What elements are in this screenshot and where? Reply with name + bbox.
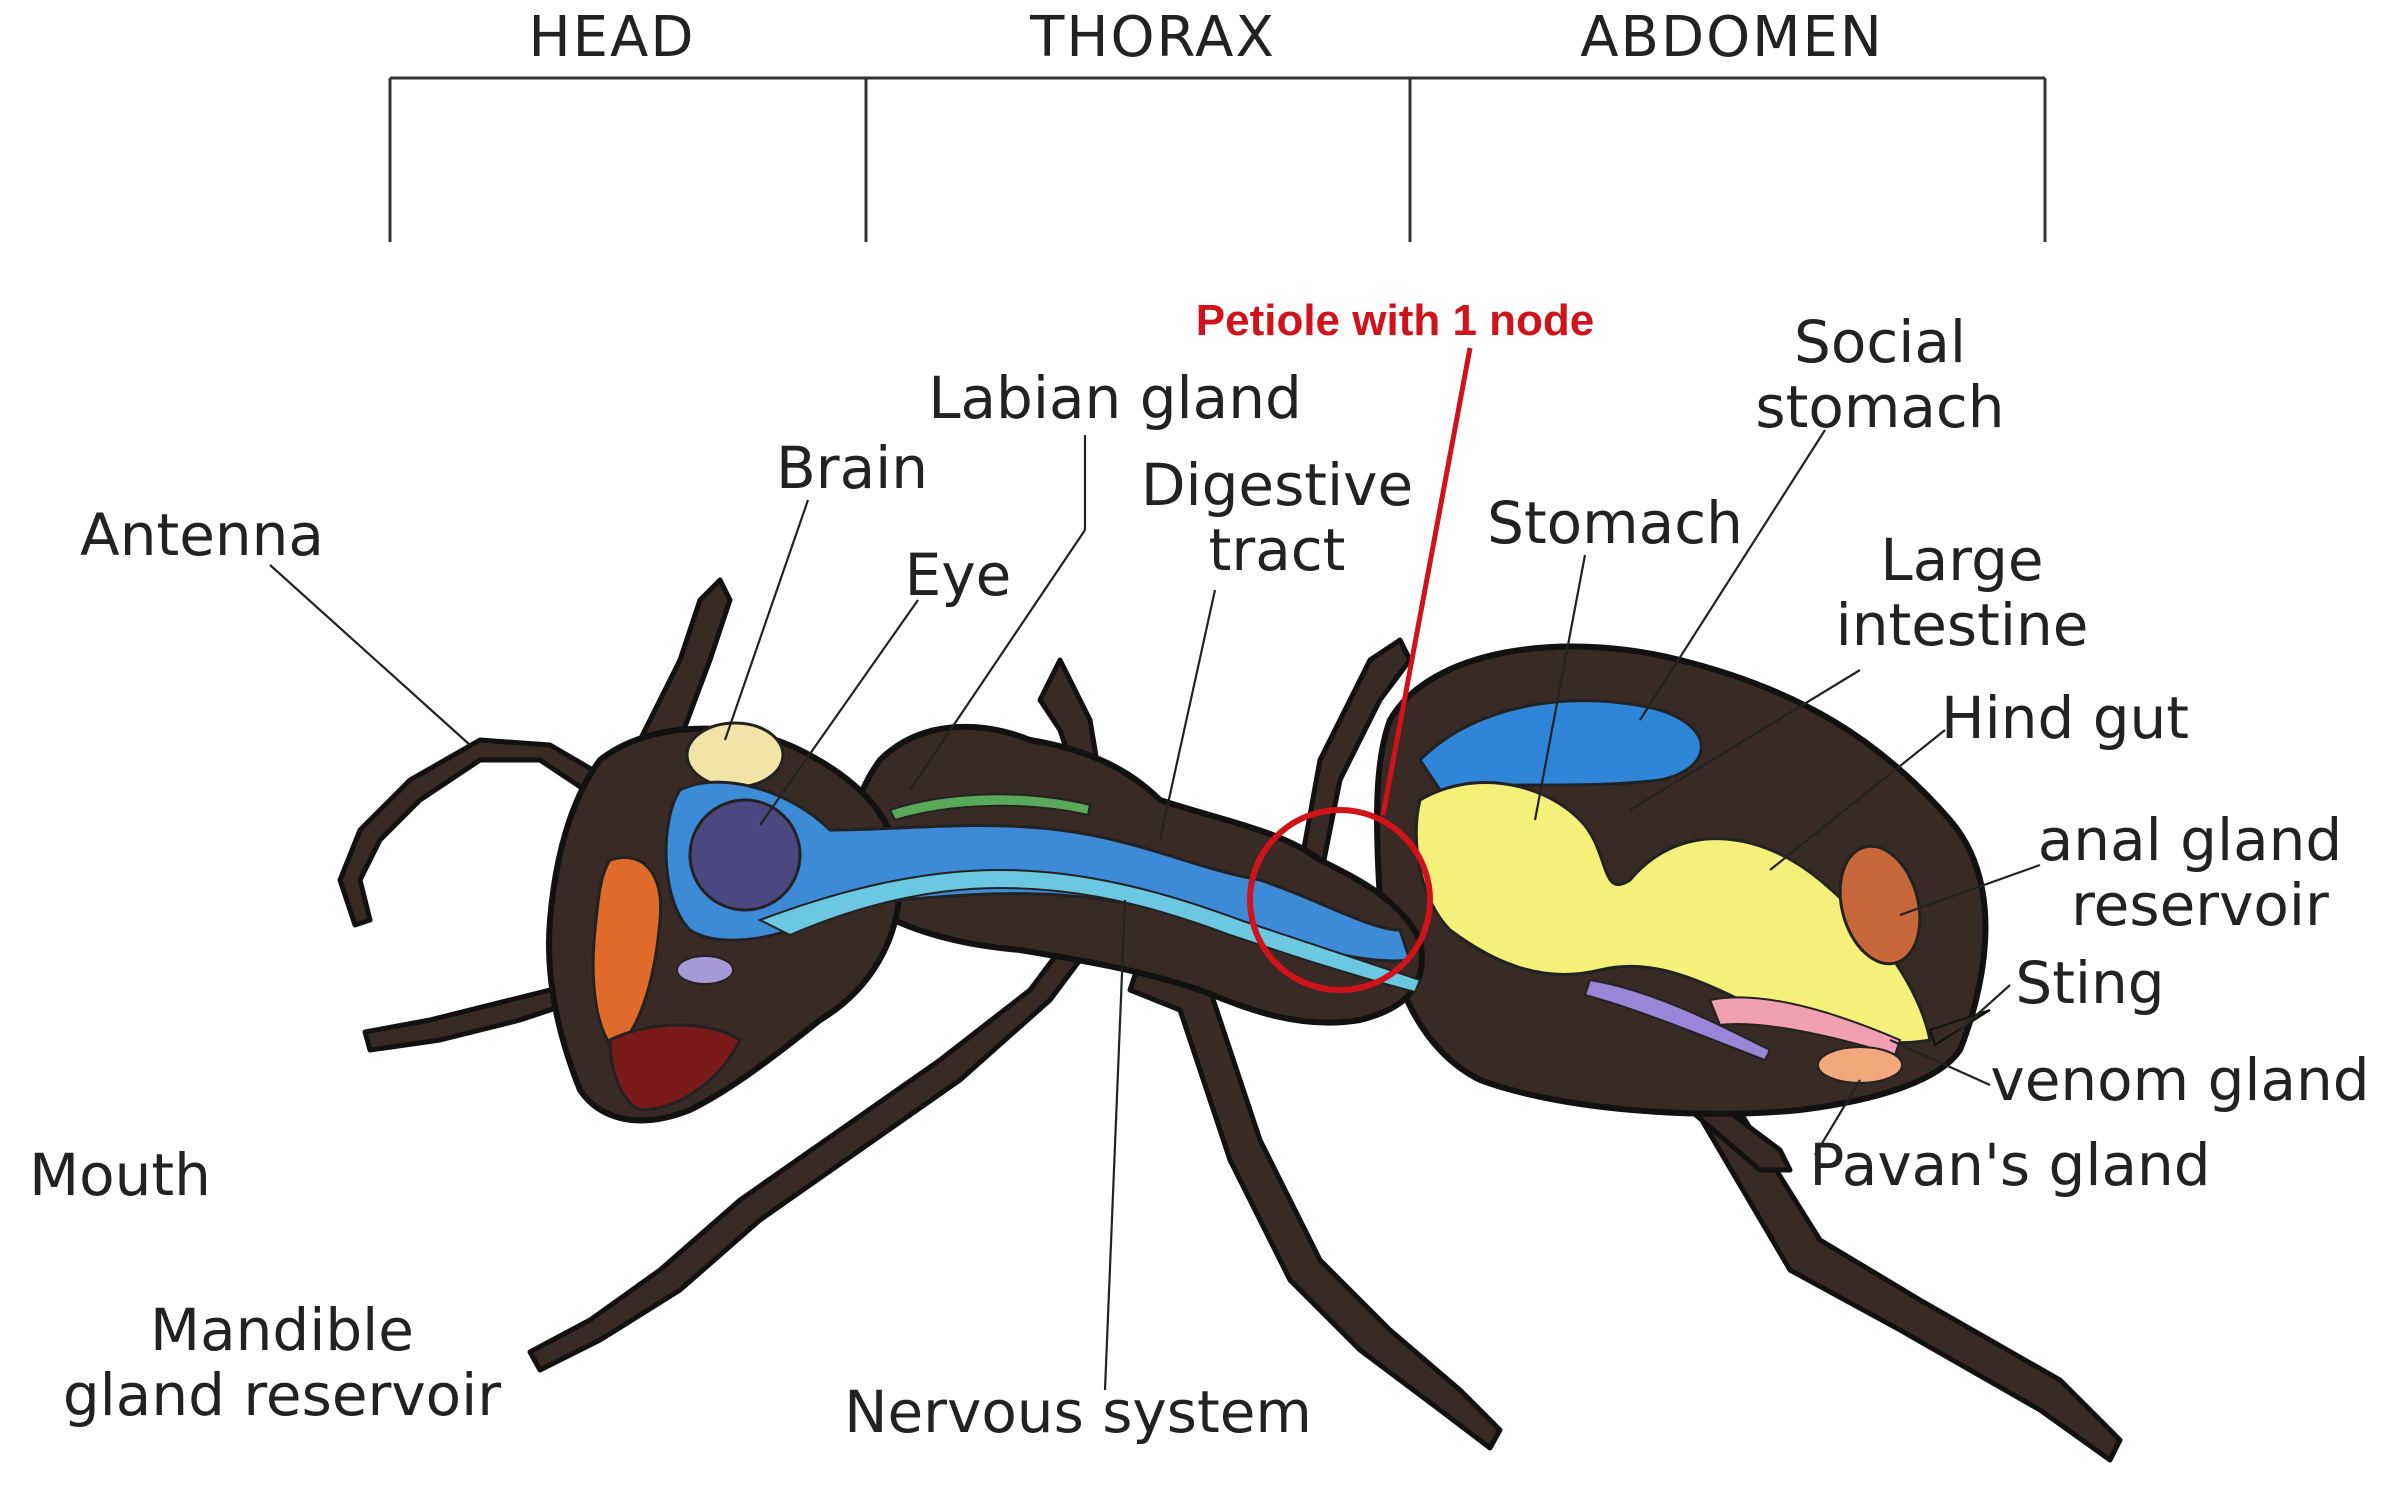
label-nervous-system: Nervous system: [844, 1378, 1312, 1446]
label-social-stomach-line1: Social: [1794, 308, 1966, 376]
label-large-intestine-line1: Large: [1880, 526, 2043, 594]
segment-thorax-label: THORAX: [1029, 5, 1276, 70]
label-mandible-line1: Mandible: [150, 1296, 414, 1364]
label-sting: Sting: [2015, 949, 2164, 1017]
label-stomach: Stomach: [1487, 489, 1743, 557]
label-anal-gland-line2: reservoir: [2071, 871, 2329, 939]
label-large-intestine-line2: intestine: [1836, 591, 2089, 659]
label-petiole: Petiole with 1 node: [1196, 296, 1595, 345]
brain-organ: [687, 723, 783, 787]
label-social-stomach-line2: stomach: [1755, 373, 2004, 441]
label-mouth: Mouth: [29, 1141, 211, 1209]
label-pavans-gland: Pavan's gland: [1809, 1131, 2210, 1199]
label-labian-gland: Labian gland: [928, 364, 1302, 432]
label-hind-gut: Hind gut: [1941, 684, 2189, 752]
label-antenna: Antenna: [80, 501, 324, 569]
label-eye: Eye: [905, 541, 1012, 609]
segment-head-label: HEAD: [529, 5, 696, 70]
label-venom-gland: venom gland: [1990, 1046, 2369, 1114]
label-anal-gland-line1: anal gland: [2038, 806, 2342, 874]
mouth-organ: [610, 1025, 740, 1110]
label-digestive-tract-line1: Digestive: [1141, 451, 1413, 519]
label-mandible-line2: gland reservoir: [63, 1361, 501, 1429]
label-digestive-tract-line2: tract: [1209, 516, 1346, 584]
pavans-gland-organ: [1818, 1047, 1902, 1083]
eye-organ: [690, 800, 800, 910]
segment-brackets: [390, 78, 2045, 242]
segment-abdomen-label: ABDOMEN: [1580, 5, 1884, 70]
label-brain: Brain: [776, 434, 928, 502]
